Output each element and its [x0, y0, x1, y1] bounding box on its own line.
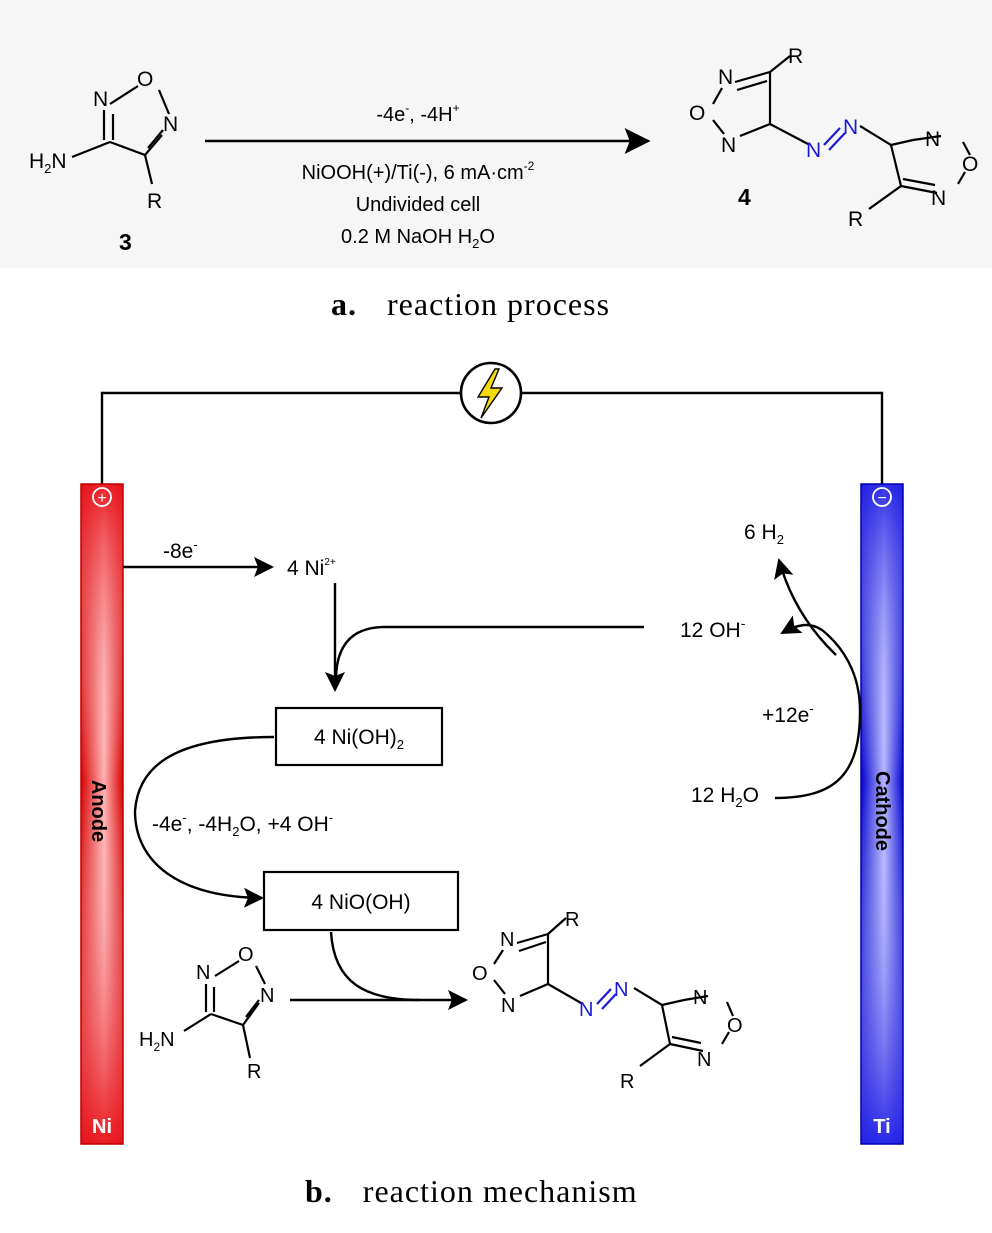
power-source [459, 361, 523, 425]
mechanism-azo-bond [596, 988, 617, 1010]
atom-n: N [196, 962, 210, 984]
anode-sign: + [97, 490, 106, 507]
caption-a-label: a. [331, 286, 357, 322]
r-group: R [848, 208, 863, 231]
water-reactant: 12 H2O [691, 784, 759, 810]
condition-electrons: -4e-, -4H+ [376, 101, 459, 126]
anode-pathway-arrows [123, 557, 644, 1010]
azo-n: N [614, 979, 628, 1001]
azo-n: N [843, 116, 858, 139]
external-circuit [100, 391, 884, 484]
mechanism-labels: -8e- 4 Ni2+ 4 Ni(OH)2 -4e-, -4H2O, +4 OH… [152, 521, 814, 914]
minus-sign-icon [872, 487, 892, 507]
arrow-to-hydrogen [774, 558, 837, 656]
hydrogen-product: 6 H2 [744, 521, 784, 547]
nh2-group: H2N [29, 150, 67, 176]
atom-o: O [472, 963, 488, 985]
arrow-to-niooh [133, 735, 275, 908]
atom-n: N [697, 1049, 711, 1071]
nickel-oxyhydroxide-label: 4 NiO(OH) [311, 891, 410, 914]
r-group: R [788, 45, 803, 68]
atom-n: N [693, 987, 707, 1009]
anode-electrode: + Anode Ni [80, 483, 124, 1145]
azo-bond [823, 127, 846, 151]
condition-electrolyte: 0.2 M NaOH H2O [341, 226, 495, 251]
atom-n: N [501, 995, 515, 1017]
r-group: R [565, 909, 579, 931]
oxidation-step-label: -4e-, -4H2O, +4 OH- [152, 810, 333, 839]
mechanism-compound-4-labels: N O N R N N N O N R [472, 909, 743, 1093]
condition-cell: Undivided cell [356, 194, 481, 216]
atom-n: N [163, 113, 178, 136]
cathode-electrode: − Cathode Ti [860, 483, 904, 1145]
atom-o: O [727, 1015, 743, 1037]
r-group: R [620, 1071, 634, 1093]
reaction-conditions: -4e-, -4H+ NiOOH(+)/Ti(-), 6 mA·cm-2 Und… [302, 101, 535, 251]
cathode-metal: Ti [873, 1116, 890, 1138]
compound-number-4: 4 [738, 184, 751, 210]
lightning-bolt-icon [476, 368, 504, 419]
cathode-sign: − [877, 490, 886, 507]
caption-b-label: b. [305, 1173, 333, 1209]
nh2-group: H2N [139, 1029, 175, 1054]
atom-n: N [721, 134, 736, 157]
caption-b: b. reaction mechanism [305, 1173, 638, 1210]
nickel-hydroxide-box [274, 706, 444, 767]
caption-a-text: reaction process [387, 286, 611, 322]
atom-n: N [93, 88, 108, 111]
r-group: R [247, 1061, 261, 1083]
atom-n: N [931, 187, 946, 210]
compound-3-labels: N O N H2N R 3 [29, 68, 178, 255]
compound-3 [71, 85, 171, 185]
atom-o: O [689, 102, 705, 125]
mechanism-compound-3-labels: N O N H2N R [139, 944, 274, 1083]
azo-n: N [806, 139, 821, 162]
azo-n: N [579, 999, 593, 1021]
compound-number-3: 3 [119, 229, 132, 255]
cathode-label: Cathode [871, 771, 893, 851]
condition-electrodes: NiOOH(+)/Ti(-), 6 mA·cm-2 [302, 159, 535, 184]
nickel-oxyhydroxide-box [262, 870, 460, 932]
r-group: R [147, 190, 162, 213]
plus-sign-icon [92, 487, 112, 507]
atom-o: O [238, 944, 254, 966]
nickel-hydroxide-label: 4 Ni(OH)2 [314, 726, 404, 752]
caption-a: a. reaction process [331, 286, 610, 323]
atom-n: N [718, 66, 733, 89]
atom-n: N [260, 985, 274, 1007]
nickel-ion: 4 Ni2+ [287, 557, 336, 580]
anode-electron-loss: -8e- [163, 537, 198, 563]
cathode-electron-gain: +12e- [762, 701, 814, 727]
anode-label: Anode [87, 780, 109, 842]
anode-metal: Ni [92, 1116, 112, 1138]
caption-b-text: reaction mechanism [362, 1173, 638, 1209]
atom-o: O [962, 153, 978, 176]
compound-4 [712, 55, 971, 210]
atom-o: O [137, 68, 153, 91]
compound-4-labels: N O N R N N N O N R 4 [689, 45, 978, 231]
atom-n: N [500, 929, 514, 951]
atom-n: N [925, 128, 940, 151]
arrow-hydroxide-supply [334, 625, 644, 681]
hydroxide-product: 12 OH- [680, 615, 746, 642]
arrow-niooh-join [329, 931, 421, 1002]
cathode-pathway-arrows [774, 558, 862, 800]
mechanism-compound-3 [183, 960, 266, 1059]
reaction-scheme-panel [0, 0, 992, 268]
mechanism-compound-4 [493, 917, 735, 1067]
